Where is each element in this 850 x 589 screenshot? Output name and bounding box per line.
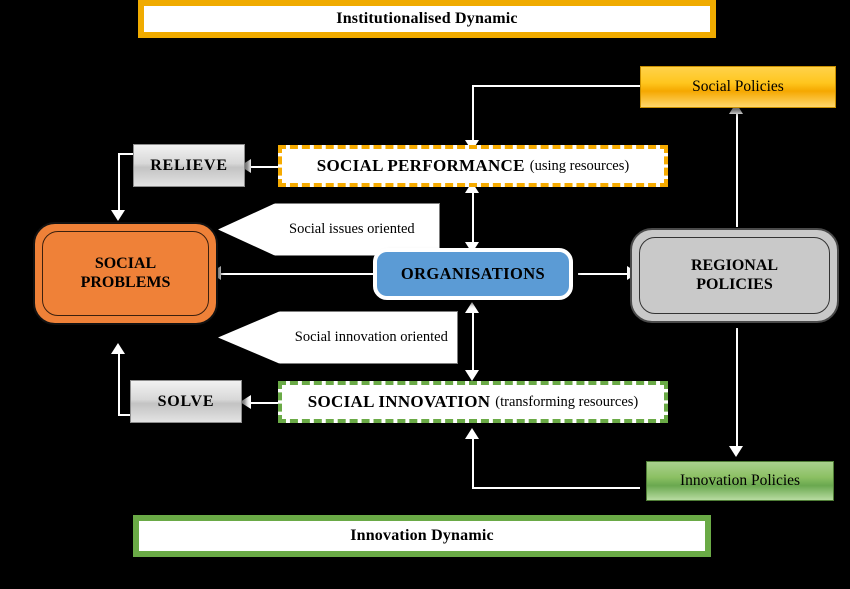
innovation-policies-label: Innovation Policies (679, 472, 801, 489)
social-policies-label: Social Policies (692, 78, 784, 95)
connector-organisations-to-regional (578, 273, 630, 275)
arrowhead-into-innovation-policies (729, 446, 743, 457)
connector-relieve-to-problems-v (118, 153, 120, 213)
organisations-box[interactable]: ORGANISATIONS (373, 248, 573, 300)
innovation-dynamic-banner: Innovation Dynamic (133, 515, 711, 557)
connector-innovation-to-solve (248, 402, 278, 404)
arrowhead-perf-down (465, 242, 479, 253)
social-policies-box[interactable]: Social Policies (640, 66, 836, 108)
arrowhead-into-social-innovation (465, 428, 479, 439)
connector-regional-to-innovation-policies (736, 328, 738, 448)
solve-box[interactable]: SOLVE (130, 380, 242, 423)
connector-organisations-to-problems (218, 273, 373, 275)
relieve-box[interactable]: RELIEVE (133, 144, 245, 187)
social-issues-oriented-label: Social issues oriented (289, 221, 415, 237)
regional-policies-box[interactable]: REGIONAL POLICIES (630, 228, 839, 323)
innovation-policies-box[interactable]: Innovation Policies (646, 461, 834, 501)
connector-solve-to-problems-v (118, 352, 120, 414)
relieve-label: RELIEVE (150, 156, 228, 174)
arrowhead-inno-up (465, 302, 479, 313)
arrowhead-perf-up (465, 182, 479, 193)
arrowhead-into-social-policies (729, 103, 743, 114)
social-performance-box[interactable]: SOCIAL PERFORMANCE (using resources) (278, 145, 668, 187)
connector-regional-to-social-policies (736, 112, 738, 227)
social-performance-note: (using resources) (529, 157, 630, 174)
connector-organisations-innovation (472, 310, 474, 375)
connector-organisations-performance (472, 190, 474, 248)
arrowhead-inno-down (465, 370, 479, 381)
social-innovation-oriented-label: Social innovation oriented (294, 329, 448, 345)
institutionalised-dynamic-label: Institutionalised Dynamic (336, 10, 518, 27)
institutionalised-dynamic-banner: Institutionalised Dynamic (138, 0, 716, 38)
connector-relieve-to-problems-h (118, 153, 142, 155)
solve-label: SOLVE (157, 392, 215, 410)
social-problems-box[interactable]: SOCIAL PROBLEMS (33, 222, 218, 325)
arrowhead-into-problems-top (111, 210, 125, 221)
arrowhead-into-problems-bottom (111, 343, 125, 354)
social-innovation-box[interactable]: SOCIAL INNOVATION (transforming resource… (278, 381, 668, 423)
social-innovation-title: SOCIAL INNOVATION (307, 392, 491, 411)
social-innovation-oriented-arrow: Social innovation oriented (218, 311, 458, 364)
regional-policies-line2: POLICIES (696, 275, 773, 293)
connector-social-policies-to-performance-h (472, 85, 640, 87)
connector-innovation-policies-to-innovation-h (472, 487, 640, 489)
social-problems-line2: PROBLEMS (80, 273, 171, 291)
connector-innovation-policies-to-innovation-v (472, 437, 474, 487)
innovation-dynamic-label: Innovation Dynamic (350, 527, 494, 544)
regional-policies-line1: REGIONAL (690, 257, 779, 275)
social-issues-oriented-arrow: Social issues oriented (218, 203, 440, 256)
social-problems-line1: SOCIAL (94, 255, 157, 273)
connector-performance-to-relieve (248, 166, 278, 168)
social-innovation-note: (transforming resources) (495, 393, 639, 410)
arrowhead-into-relieve (240, 159, 251, 173)
connector-social-policies-to-performance-v (472, 85, 474, 143)
organisations-label: ORGANISATIONS (400, 263, 546, 283)
arrowhead-into-solve (240, 395, 251, 409)
social-performance-title: SOCIAL PERFORMANCE (316, 156, 525, 175)
